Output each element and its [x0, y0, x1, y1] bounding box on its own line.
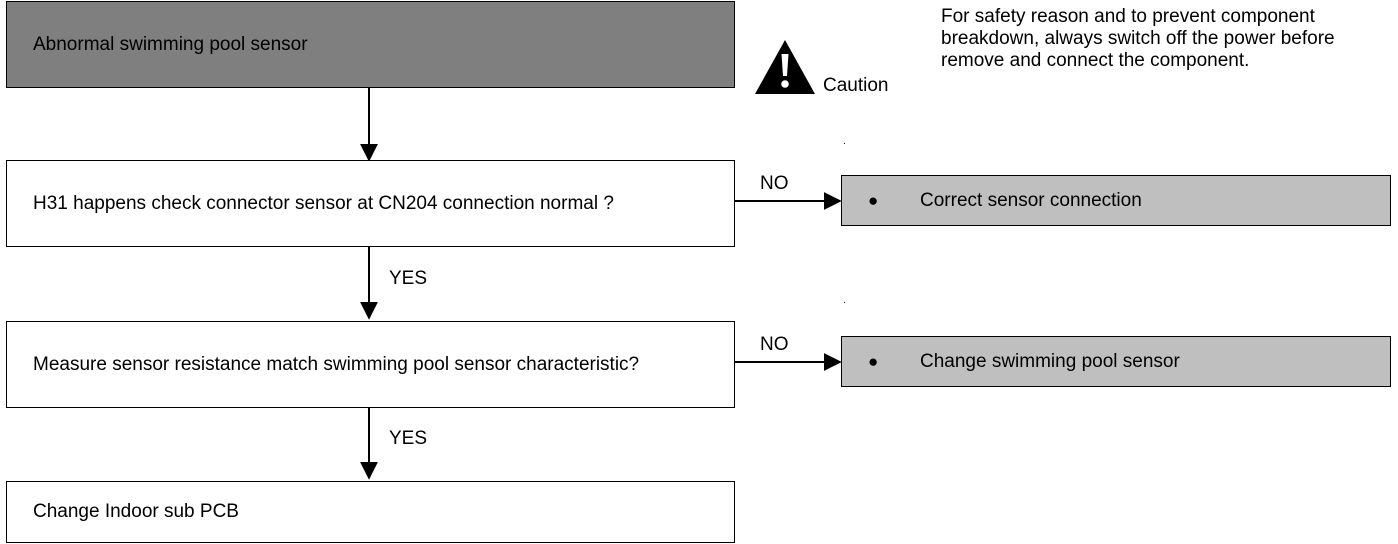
caution-dot-1: . — [843, 136, 846, 147]
action-label-change-sensor: Change swimming pool sensor — [920, 350, 1180, 372]
question-box-resistance: Measure sensor resistance match swimming… — [6, 321, 735, 408]
no-label-2: NO — [760, 334, 789, 355]
end-label: Change Indoor sub PCB — [33, 501, 239, 522]
question-box-connector: H31 happens check connector sensor at CN… — [6, 160, 735, 247]
action-label-correct-connection: Correct sensor connection — [920, 189, 1142, 211]
yes-label-1: YES — [389, 268, 428, 289]
start-box: Abnormal swimming pool sensor — [6, 1, 735, 88]
warning-triangle-icon — [755, 40, 815, 94]
yes-label-2: YES — [389, 428, 428, 449]
bullet-icon: ● — [868, 351, 879, 371]
question-label-resistance: Measure sensor resistance match swimming… — [33, 353, 640, 375]
caution-label: Caution — [823, 75, 889, 96]
bullet-icon: ● — [868, 190, 879, 210]
action-box-correct-connection: ● Correct sensor connection — [841, 175, 1391, 226]
caution-text: For safety reason and to prevent compone… — [941, 6, 1335, 71]
question-label-connector: H31 happens check connector sensor at CN… — [33, 192, 614, 214]
no-label-1: NO — [760, 173, 789, 194]
start-label: Abnormal swimming pool sensor — [33, 33, 308, 55]
action-box-change-sensor: ● Change swimming pool sensor — [841, 336, 1391, 387]
end-box: Change Indoor sub PCB — [6, 481, 735, 543]
caution-dot-2: . — [843, 295, 846, 306]
